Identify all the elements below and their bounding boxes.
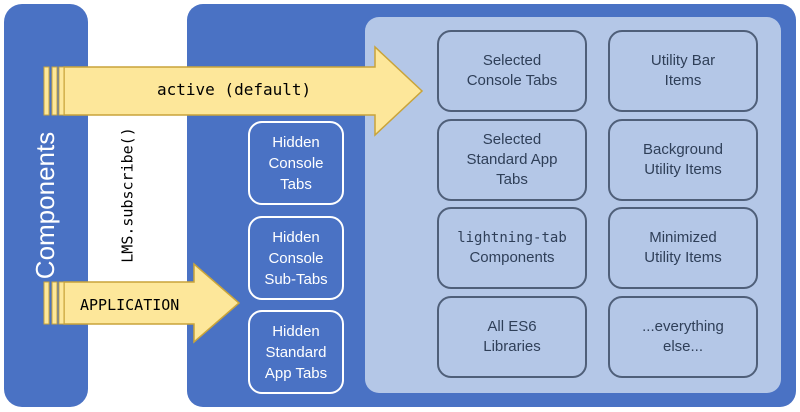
hidden-standard-app-tabs-line-1: Hidden bbox=[272, 322, 320, 340]
everything-else-cell: ...everything else... bbox=[608, 296, 758, 378]
all-es6-libraries-line-2: Libraries bbox=[483, 338, 541, 355]
lms-subscribe-text: LMS.subscribe() bbox=[119, 127, 137, 263]
components-label-text: Components bbox=[30, 131, 61, 280]
hidden-standard-app-tabs-line-3: App Tabs bbox=[264, 364, 328, 382]
everything-else-line-1: ...everything bbox=[642, 318, 724, 335]
utility-bar-items-line-2: Items bbox=[664, 72, 702, 89]
background-utility-items-line-1: Background bbox=[642, 141, 724, 158]
utility-bar-items-cell: Utility Bar Items bbox=[608, 30, 758, 112]
application-label: APPLICATION bbox=[80, 296, 180, 314]
selected-console-tabs-cell: Selected Console Tabs bbox=[437, 30, 587, 112]
hidden-console-sub-tabs-line-2: Console bbox=[268, 249, 324, 267]
minimized-utility-items-cell: Minimized Utility Items bbox=[608, 207, 758, 289]
lightning-tab-components-cell: lightning-tab Components bbox=[437, 207, 587, 289]
all-es6-libraries-line-1: All ES6 bbox=[487, 318, 537, 335]
hidden-console-sub-tabs-line-1: Hidden bbox=[272, 228, 320, 246]
background-utility-items-line-2: Utility Items bbox=[644, 161, 722, 178]
selected-standard-app-tabs-line-1: Selected bbox=[482, 131, 542, 148]
minimized-utility-items-line-2: Utility Items bbox=[644, 249, 722, 266]
utility-bar-items-line-1: Utility Bar bbox=[650, 52, 716, 69]
all-es6-libraries-cell: All ES6 Libraries bbox=[437, 296, 587, 378]
lightning-tab-components-text: Components bbox=[469, 249, 555, 266]
hidden-console-tabs-line-1: Hidden bbox=[272, 133, 320, 151]
everything-else-line-2: else... bbox=[662, 338, 704, 355]
active-default-arrow bbox=[42, 45, 424, 137]
active-default-label: active (default) bbox=[157, 80, 312, 99]
hidden-console-tabs: Hidden Console Tabs bbox=[248, 121, 344, 205]
selected-console-tabs-line-1: Selected bbox=[482, 52, 542, 69]
background-utility-items-cell: Background Utility Items bbox=[608, 119, 758, 201]
minimized-utility-items-line-1: Minimized bbox=[649, 229, 717, 246]
selected-standard-app-tabs-line-3: Tabs bbox=[496, 171, 528, 188]
selected-console-tabs-line-2: Console Tabs bbox=[466, 72, 558, 89]
hidden-console-sub-tabs-line-3: Sub-Tabs bbox=[264, 270, 328, 288]
hidden-console-tabs-line-2: Console bbox=[268, 154, 324, 172]
lightning-tab-code: lightning-tab bbox=[457, 230, 567, 246]
application-arrow bbox=[42, 260, 242, 346]
lms-subscribe-label: LMS.subscribe() bbox=[108, 115, 148, 275]
hidden-console-sub-tabs: Hidden Console Sub-Tabs bbox=[248, 216, 344, 300]
hidden-standard-app-tabs: Hidden Standard App Tabs bbox=[248, 310, 344, 394]
selected-standard-app-tabs-line-2: Standard App bbox=[466, 151, 558, 168]
hidden-console-tabs-line-3: Tabs bbox=[280, 175, 312, 193]
selected-standard-app-tabs-cell: Selected Standard App Tabs bbox=[437, 119, 587, 201]
hidden-standard-app-tabs-line-2: Standard bbox=[265, 343, 327, 361]
